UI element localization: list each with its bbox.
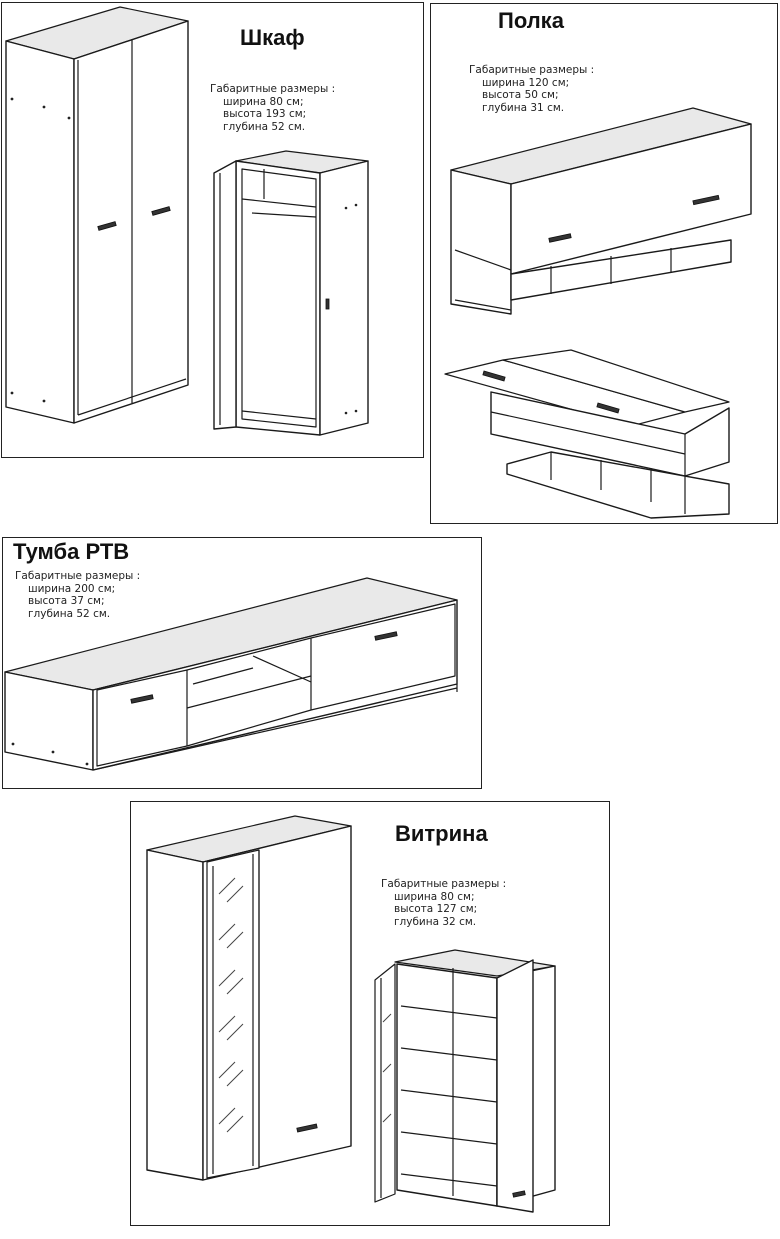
dims-height: высота 37 см; — [28, 595, 105, 607]
wardrobe-open-drawing — [213, 150, 369, 436]
tv-stand-dimensions: Габаритные размеры : ширина 200 см; высо… — [15, 570, 140, 620]
glass-hatching — [218, 877, 244, 1133]
wardrobe-dimensions: Габаритные размеры : ширина 80 см; высот… — [210, 83, 335, 133]
wardrobe-closed-drawing — [5, 6, 189, 424]
dims-depth: глубина 52 см. — [28, 607, 111, 620]
display-case-title: Витрина — [395, 821, 488, 846]
dims-width: ширина 200 см; — [28, 582, 116, 595]
dims-depth: глубина 32 см. — [394, 915, 477, 928]
dims-heading: Габаритные размеры : — [15, 570, 141, 582]
display-case-panel: Витрина Габаритные размеры : ширина 80 с… — [130, 801, 610, 1226]
dims-width: ширина 120 см; — [482, 76, 570, 89]
dims-depth: глубина 31 см. — [482, 101, 565, 114]
wardrobe-panel: Шкаф Габаритные размеры : ширина 80 см; … — [1, 2, 424, 458]
display-case-closed-drawing — [146, 815, 352, 1181]
display-case-dimensions: Габаритные размеры : ширина 80 см; высот… — [381, 878, 506, 928]
dims-heading: Габаритные размеры : — [381, 878, 507, 890]
tv-stand-drawing — [4, 577, 458, 771]
dims-width: ширина 80 см; — [394, 890, 475, 903]
dims-height: высота 127 см; — [394, 903, 478, 915]
shelf-dimensions: Габаритные размеры : ширина 120 см; высо… — [469, 64, 594, 114]
shelf-panel: Полка Габаритные размеры : ширина 120 см… — [430, 3, 778, 524]
wardrobe-title: Шкаф — [240, 25, 305, 50]
shelf-open-drawing — [444, 349, 730, 519]
dims-depth: глубина 52 см. — [223, 120, 306, 133]
shelf-title: Полка — [498, 8, 564, 33]
dims-width: ширина 80 см; — [223, 95, 304, 108]
display-case-open-drawing — [374, 949, 556, 1213]
dims-height: высота 193 см; — [223, 108, 307, 120]
dims-heading: Габаритные размеры : — [210, 83, 336, 95]
shelf-closed-drawing — [450, 107, 752, 315]
dims-height: высота 50 см; — [482, 89, 559, 101]
tv-stand-title: Тумба РТВ — [13, 539, 130, 564]
tv-stand-panel: Тумба РТВ Габаритные размеры : ширина 20… — [2, 537, 482, 789]
dims-heading: Габаритные размеры : — [469, 64, 595, 76]
